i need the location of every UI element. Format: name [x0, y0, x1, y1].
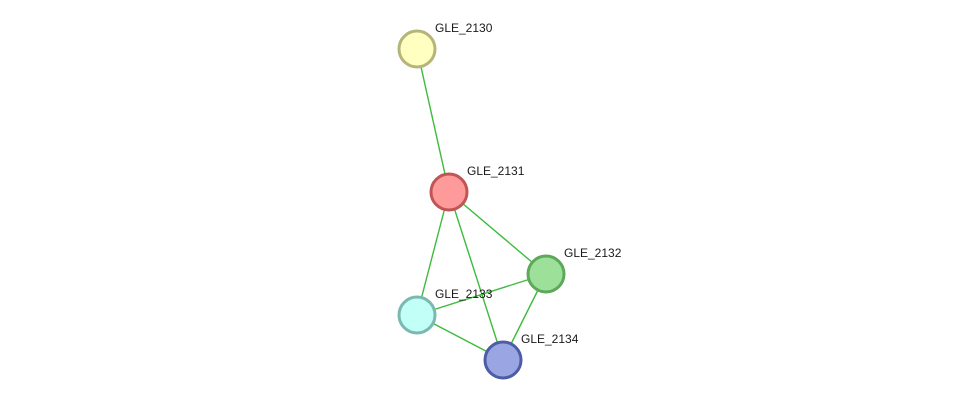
edge-gle-2131-gle-2133 — [416, 191, 450, 316]
node-label-gle-2130: GLE_2130 — [435, 21, 493, 35]
node-label-gle-2133: GLE_2133 — [435, 287, 493, 301]
node-circle-gle-2131[interactable] — [429, 172, 469, 212]
edge-gle-2130-gle-2131 — [416, 48, 450, 193]
node-circle-gle-2134[interactable] — [483, 340, 523, 380]
node-label-gle-2132: GLE_2132 — [564, 246, 622, 260]
node-gle-2134[interactable]: GLE_2134 — [483, 332, 579, 380]
node-label-gle-2131: GLE_2131 — [467, 164, 525, 178]
node-gle-2133[interactable]: GLE_2133 — [397, 287, 493, 335]
node-gle-2132[interactable]: GLE_2132 — [526, 246, 622, 294]
edge-gle-2131-gle-2132 — [448, 191, 547, 275]
node-gle-2130[interactable]: GLE_2130 — [397, 21, 493, 69]
edge-gle-2132-gle-2133 — [416, 273, 547, 316]
node-label-gle-2134: GLE_2134 — [521, 332, 579, 346]
node-circle-gle-2133[interactable] — [397, 295, 437, 335]
node-circle-gle-2132[interactable] — [526, 254, 566, 294]
node-gle-2131[interactable]: GLE_2131 — [429, 164, 525, 212]
node-circle-gle-2130[interactable] — [397, 29, 437, 69]
edge-gle-2131-gle-2134 — [448, 191, 504, 361]
